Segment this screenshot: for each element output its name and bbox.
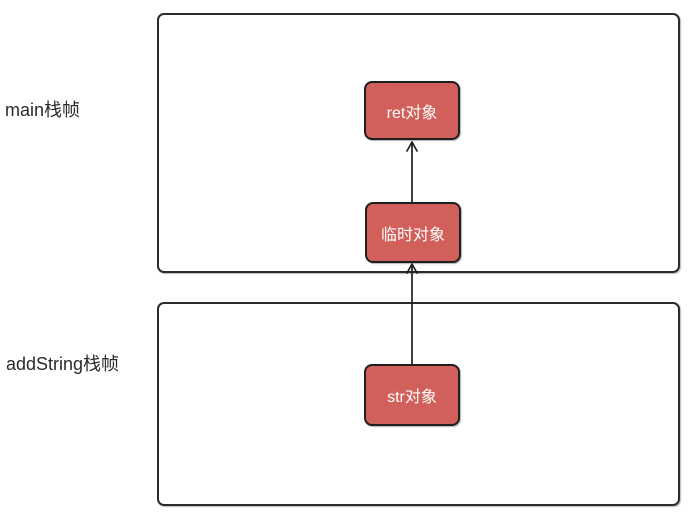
label-addstring-stack-frame: addString栈帧 xyxy=(6,354,120,374)
label-main-stack-frame: main栈帧 xyxy=(5,100,81,120)
node-str-object: str对象 xyxy=(364,364,460,426)
frame-addstring-stack xyxy=(157,302,680,506)
node-temp-object: 临时对象 xyxy=(365,202,461,263)
node-ret-object: ret对象 xyxy=(364,81,460,140)
frame-main-stack xyxy=(157,13,680,273)
